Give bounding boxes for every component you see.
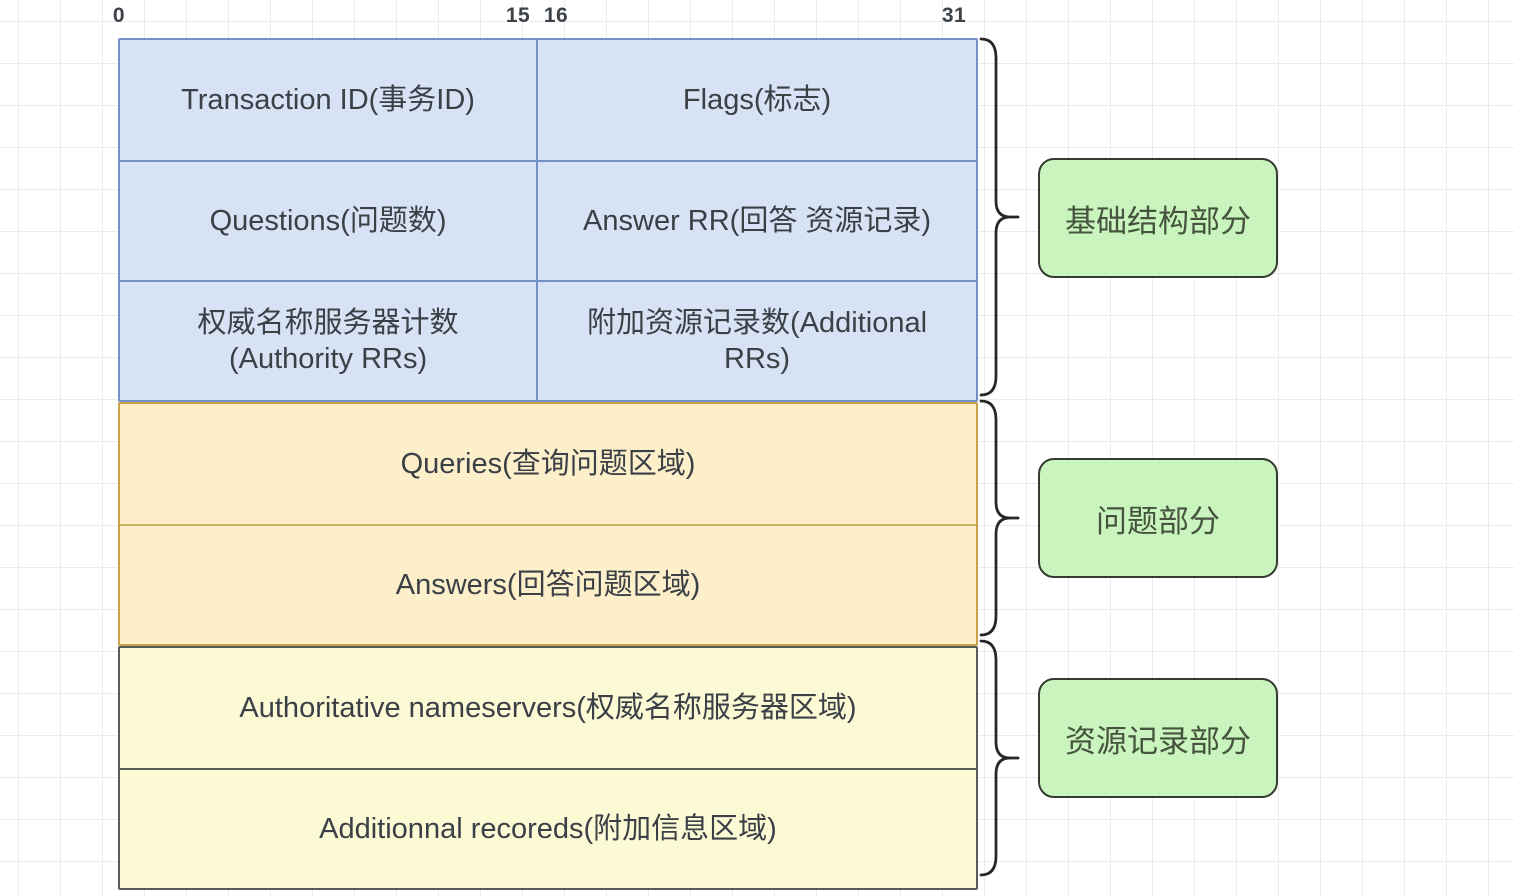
- table-row: Answers(回答问题区域): [120, 524, 976, 644]
- cell-answers: Answers(回答问题区域): [120, 526, 976, 644]
- bit-label-31: 31: [941, 4, 967, 27]
- cell-additional-records-label: Additionnal recoreds(附加信息区域): [319, 812, 777, 845]
- cell-additional-records: Additionnal recoreds(附加信息区域): [120, 770, 976, 888]
- curly-brace-base-section: [978, 36, 1022, 398]
- cell-flags: Flags(标志): [538, 40, 976, 160]
- bit-label-0: 0: [112, 4, 126, 27]
- question-section: Queries(查询问题区域) Answers(回答问题区域): [118, 402, 978, 646]
- resource-record-section: Authoritative nameservers(权威名称服务器区域) Add…: [118, 646, 978, 890]
- cell-flags-label: Flags(标志): [682, 83, 832, 116]
- cell-answers-label: Answers(回答问题区域): [395, 568, 701, 601]
- cell-questions-label: Questions(问题数): [209, 204, 447, 237]
- bit-label-15: 15: [505, 4, 531, 27]
- section-label-resource-record: 资源记录部分: [1038, 678, 1278, 798]
- base-structure-section: Transaction ID(事务ID) Flags(标志) Questions…: [118, 38, 978, 402]
- dns-message-table: Transaction ID(事务ID) Flags(标志) Questions…: [118, 38, 978, 890]
- cell-authoritative-nameservers-label: Authoritative nameservers(权威名称服务器区域): [239, 691, 857, 724]
- cell-authority-rrs-label: 权威名称服务器计数 (Authority RRs): [197, 306, 459, 375]
- table-row: Queries(查询问题区域): [120, 404, 976, 524]
- cell-transaction-id-label: Transaction ID(事务ID): [181, 83, 475, 116]
- table-row: Additionnal recoreds(附加信息区域): [120, 768, 976, 888]
- bit-label-16: 16: [543, 4, 569, 27]
- section-label-question: 问题部分: [1038, 458, 1278, 578]
- section-label-question-text: 问题部分: [1096, 503, 1220, 539]
- curly-brace-question-section: [978, 398, 1022, 638]
- table-row: Questions(问题数) Answer RR(回答 资源记录): [120, 160, 976, 280]
- section-label-base-structure: 基础结构部分: [1038, 158, 1278, 278]
- section-label-base-structure-text: 基础结构部分: [1065, 203, 1251, 239]
- cell-answer-rr: Answer RR(回答 资源记录): [538, 162, 976, 280]
- cell-answer-rr-label: Answer RR(回答 资源记录): [583, 204, 932, 237]
- cell-transaction-id: Transaction ID(事务ID): [120, 40, 539, 160]
- curly-brace-resource-section: [978, 638, 1022, 878]
- cell-authority-rrs: 权威名称服务器计数 (Authority RRs): [120, 282, 539, 400]
- cell-additional-rrs: 附加资源记录数(Additional RRs): [538, 282, 976, 400]
- cell-authoritative-nameservers: Authoritative nameservers(权威名称服务器区域): [120, 648, 976, 768]
- cell-queries-label: Queries(查询问题区域): [400, 447, 696, 480]
- cell-questions: Questions(问题数): [120, 162, 539, 280]
- cell-additional-rrs-label: 附加资源记录数(Additional RRs): [587, 306, 928, 375]
- table-row: 权威名称服务器计数 (Authority RRs) 附加资源记录数(Additi…: [120, 280, 976, 400]
- table-row: Transaction ID(事务ID) Flags(标志): [120, 40, 976, 160]
- table-row: Authoritative nameservers(权威名称服务器区域): [120, 648, 976, 768]
- cell-queries: Queries(查询问题区域): [120, 404, 976, 524]
- section-label-resource-record-text: 资源记录部分: [1065, 723, 1251, 759]
